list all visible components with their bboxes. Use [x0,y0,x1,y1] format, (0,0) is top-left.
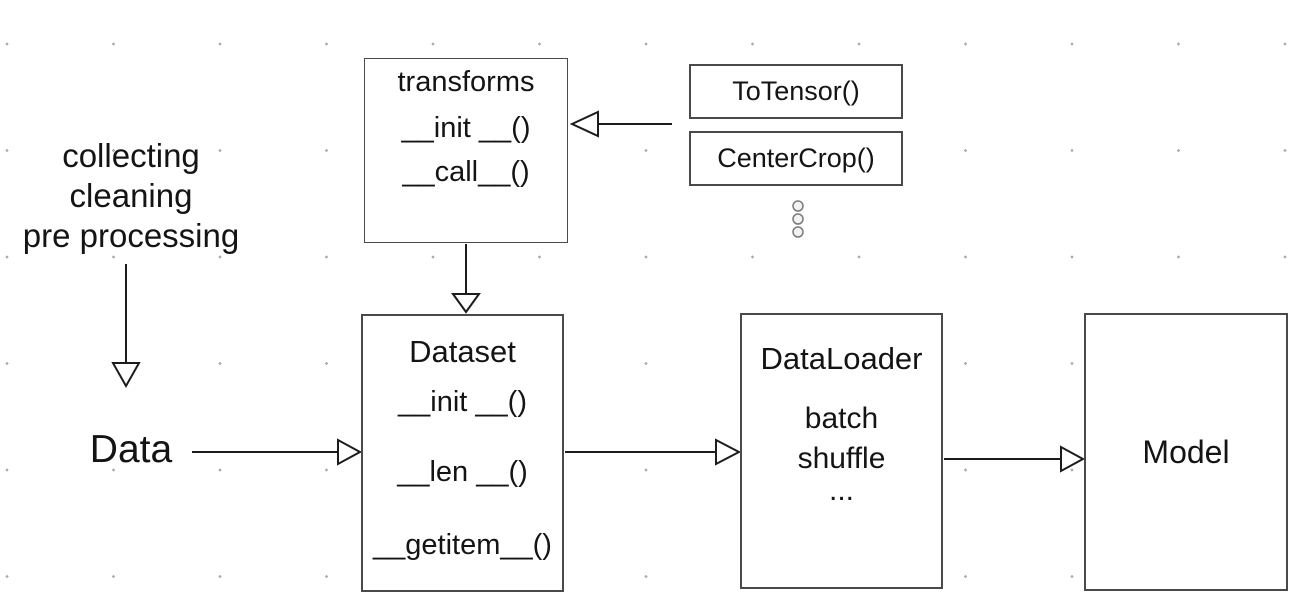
dataloader-box: DataLoader batch shuffle ... [740,313,943,589]
transforms-box: transforms __init __() __call__() [364,58,568,243]
dataset-getitem-method: __getitem__() [373,529,552,561]
more-transforms-ellipsis-icon [792,200,804,238]
dataset-init-method: __init __() [398,386,527,418]
dataloader-batch-feature: batch [804,402,879,435]
preprocessing-note-line: cleaning [69,177,193,214]
arrow-dataset-to-dataloader [565,438,742,466]
preprocessing-note: collecting cleaning pre processing [0,136,262,256]
arrow-preprocessing-to-data [111,264,141,389]
dataset-box-title: Dataset [409,334,516,369]
arrow-ops-to-transforms [569,110,672,138]
centercrop-op-label: CenterCrop() [717,143,875,173]
centercrop-op-box: CenterCrop() [689,131,903,186]
preprocessing-note-line: collecting [62,137,200,174]
model-box: Model [1084,313,1288,591]
totensor-op-label: ToTensor() [732,76,860,106]
dataloader-more-features-ellipsis: ... [828,474,854,507]
dataloader-box-title: DataLoader [760,341,923,376]
arrow-dataloader-to-model [944,445,1086,473]
model-box-label: Model [1142,433,1230,470]
dataset-box: Dataset __init __() __len __() __getitem… [361,314,564,592]
totensor-op-box: ToTensor() [689,64,903,119]
transforms-init-method: __init __() [401,112,531,144]
transforms-call-method: __call__() [402,156,530,188]
arrow-transforms-to-dataset [451,244,481,314]
dataloader-shuffle-feature: shuffle [797,442,886,475]
arrow-data-to-dataset [192,438,363,466]
dataset-len-method: __len __() [397,456,528,488]
data-node-label: Data [89,428,173,471]
transforms-box-title: transforms [397,66,535,98]
preprocessing-note-line: pre processing [22,217,240,254]
